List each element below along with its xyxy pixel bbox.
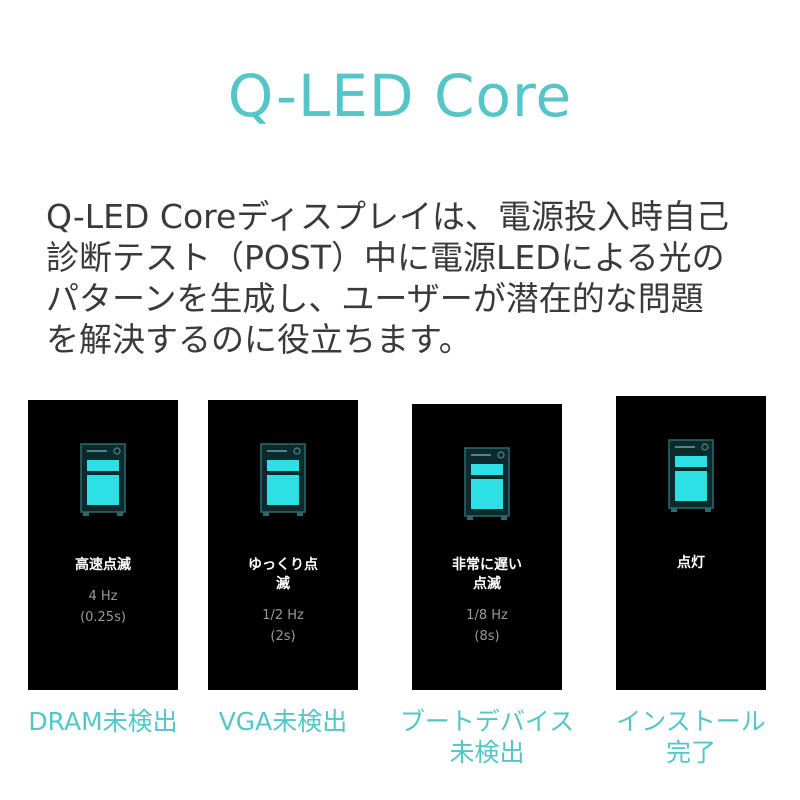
status-caption-vga: VGA未検出 bbox=[190, 706, 376, 737]
label-line: 滅 bbox=[276, 576, 290, 592]
label-line: 高速点滅 bbox=[75, 557, 131, 573]
page-title: Q-LED Core bbox=[227, 62, 573, 130]
pc-tower-icon bbox=[260, 443, 306, 516]
pc-tower-icon bbox=[668, 439, 714, 512]
freq-line: (2s) bbox=[270, 629, 296, 644]
blink-pattern-label: 非常に遅い 点滅 bbox=[412, 556, 562, 594]
blink-pattern-label: ゆっくり点 滅 bbox=[208, 556, 358, 594]
freq-line: 1/8 Hz bbox=[466, 608, 508, 623]
status-caption-boot-device: ブートデバイス 未検出 bbox=[382, 706, 592, 768]
freq-line: (0.25s) bbox=[80, 610, 126, 625]
led-panel-dram: 高速点滅 4 Hz (0.25s) bbox=[28, 400, 178, 690]
label-line: 非常に遅い bbox=[452, 557, 522, 573]
caption-line: 未検出 bbox=[449, 738, 525, 767]
description-line: パターンを生成し、ユーザーが潜在的な問題 bbox=[46, 279, 704, 318]
caption-line: VGA未検出 bbox=[218, 707, 348, 736]
description: Q-LED Coreディスプレイは、電源投入時自己 診断テスト（POST）中に電… bbox=[46, 196, 766, 360]
frequency-text: 1/8 Hz (8s) bbox=[412, 605, 562, 647]
freq-line: 4 Hz bbox=[88, 589, 118, 604]
led-panel-vga: ゆっくり点 滅 1/2 Hz (2s) bbox=[208, 400, 358, 690]
blink-pattern-label: 点灯 bbox=[616, 554, 766, 573]
caption-line: DRAM未検出 bbox=[28, 707, 178, 736]
description-line: 診断テスト（POST）中に電源LEDによる光の bbox=[46, 238, 725, 277]
frequency-text: 4 Hz (0.25s) bbox=[28, 586, 178, 628]
status-caption-install-complete: インストール 完了 bbox=[596, 706, 786, 768]
status-caption-dram: DRAM未検出 bbox=[8, 706, 198, 737]
frequency-text: 1/2 Hz (2s) bbox=[208, 605, 358, 647]
description-line: を解決するのに役立ちます。 bbox=[46, 320, 472, 359]
label-line: 点滅 bbox=[473, 576, 501, 592]
freq-line: (8s) bbox=[474, 629, 500, 644]
led-panel-install-complete: 点灯 bbox=[616, 396, 766, 690]
freq-line: 1/2 Hz bbox=[262, 608, 304, 623]
pc-tower-icon bbox=[80, 443, 126, 516]
description-line: Q-LED Coreディスプレイは、電源投入時自己 bbox=[46, 197, 730, 236]
pc-tower-icon bbox=[464, 447, 510, 520]
caption-line: インストール bbox=[616, 707, 766, 736]
label-line: 点灯 bbox=[677, 555, 705, 571]
blink-pattern-label: 高速点滅 bbox=[28, 556, 178, 575]
led-panel-boot-device: 非常に遅い 点滅 1/8 Hz (8s) bbox=[412, 404, 562, 690]
caption-line: 完了 bbox=[665, 738, 716, 767]
caption-line: ブートデバイス bbox=[399, 707, 575, 736]
label-line: ゆっくり点 bbox=[248, 557, 318, 573]
